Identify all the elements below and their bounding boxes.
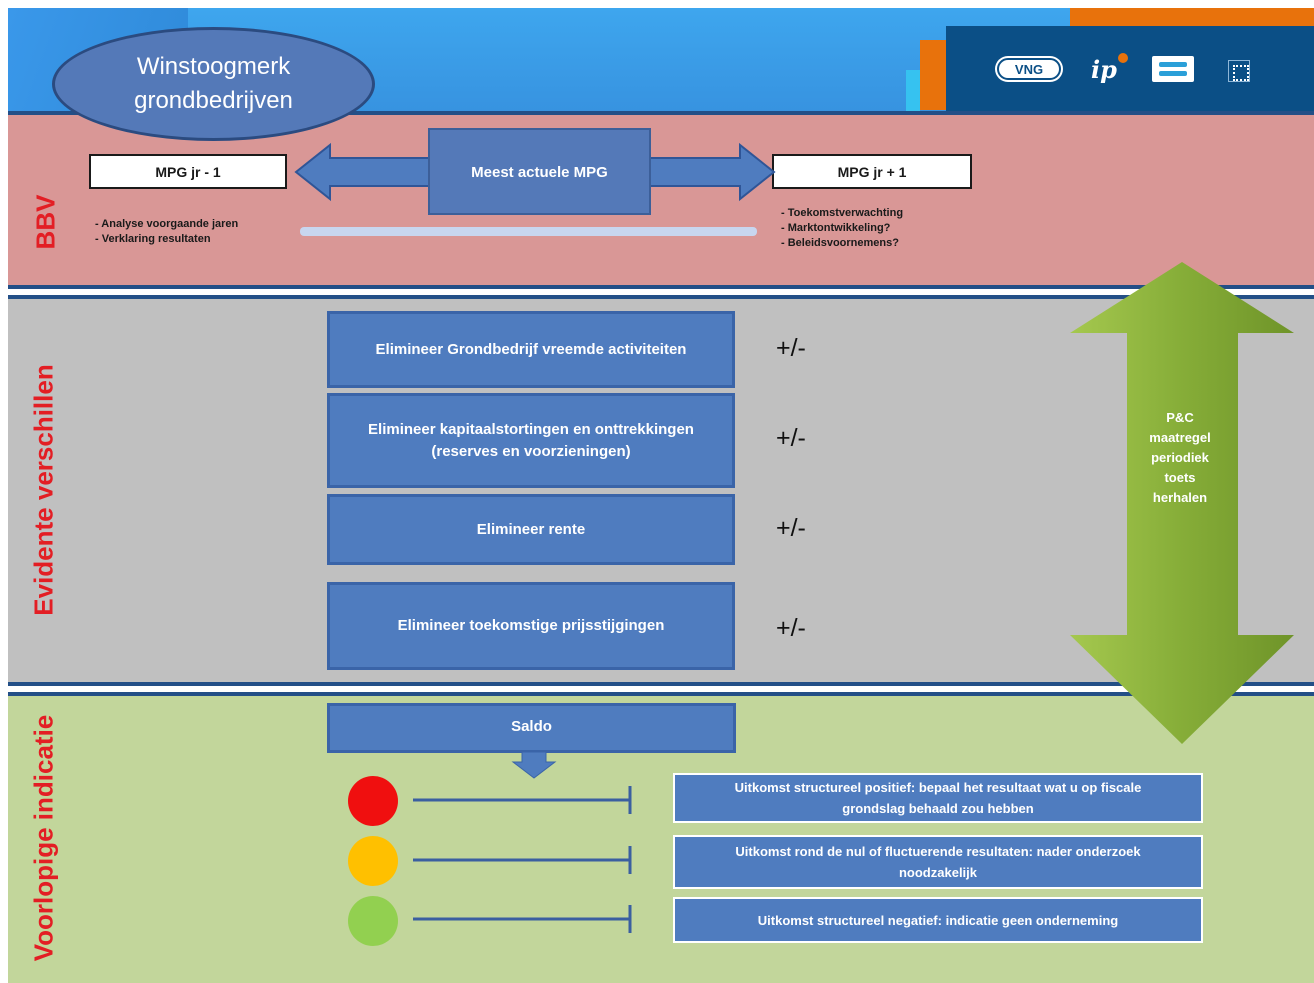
mpg-prev-box: MPG jr - 1 xyxy=(89,154,287,189)
list-item: - Analyse voorgaande jaren xyxy=(95,218,239,230)
step-label-line-1: Elimineer kapitaalstortingen en onttrekk… xyxy=(368,420,694,438)
ip-logo: ip xyxy=(1091,54,1117,84)
list-item: - Verklaring resultaten xyxy=(95,233,211,245)
title-ellipse: Winstoogmerk grondbedrijven xyxy=(52,27,375,141)
pc-label-line: periodiek xyxy=(1151,450,1209,465)
section-separator xyxy=(8,289,1314,295)
timeline-bar xyxy=(300,227,757,236)
rijksoverheid-logo xyxy=(1228,60,1250,82)
section-separator xyxy=(8,686,1314,692)
pc-arrow-label: P&C maatregel periodiek toets herhalen xyxy=(1130,408,1230,508)
cyan-accent xyxy=(906,70,920,111)
plus-minus-mark: +/- xyxy=(776,614,806,642)
right-arrow-shape xyxy=(648,142,776,202)
pc-label-line: maatregel xyxy=(1149,430,1211,445)
step-kapitaal-box: Elimineer kapitaalstortingen en onttrekk… xyxy=(327,393,735,488)
next-bullet-list: - Toekomstverwachting - Marktontwikkelin… xyxy=(781,206,903,251)
outcome-line-2: grondslag behaald zou hebben xyxy=(842,801,1034,816)
pc-label-line: toets xyxy=(1164,470,1196,485)
outcome-line-2: noodzakelijk xyxy=(898,865,978,880)
step-label: Elimineer toekomstige prijsstijgingen xyxy=(397,617,665,634)
vng-logo: VNG xyxy=(997,58,1061,80)
step-grondbedrijf-box: Elimineer Grondbedrijf vreemde activitei… xyxy=(327,311,735,388)
outcome-neutral-box: Uitkomst rond de nul of fluctuerende res… xyxy=(673,835,1203,889)
orange-accent-side xyxy=(920,40,946,110)
list-item: - Beleidsvoornemens? xyxy=(781,237,899,249)
outcome-line-1: Uitkomst structureel positief: bepaal he… xyxy=(734,780,1142,795)
ip-logo-dot xyxy=(1118,53,1128,63)
saldo-label: Saldo xyxy=(511,718,552,735)
uvw-logo xyxy=(1152,56,1194,82)
orange-accent-top xyxy=(1070,8,1314,28)
pc-label-line: herhalen xyxy=(1152,490,1208,505)
saldo-down-arrow xyxy=(511,751,557,779)
step-rente-box: Elimineer rente xyxy=(327,494,735,565)
pc-label-line: P&C xyxy=(1166,410,1194,425)
plus-minus-mark: +/- xyxy=(776,334,806,362)
step-toekomst-box: Elimineer toekomstige prijsstijgingen xyxy=(327,582,735,670)
outcome-negative-box: Uitkomst structureel negatief: indicatie… xyxy=(673,897,1203,943)
mpg-current-box: Meest actuele MPG xyxy=(428,128,651,215)
outcome-line-1: Uitkomst structureel negatief: indicatie… xyxy=(757,912,1119,928)
list-item: - Toekomstverwachting xyxy=(781,207,904,219)
left-arrow-shape xyxy=(294,142,431,202)
mpg-next-box: MPG jr + 1 xyxy=(772,154,972,189)
title-line-2: grondbedrijven xyxy=(134,87,293,114)
pc-double-arrow xyxy=(1070,262,1294,744)
list-item: - Marktontwikkeling? xyxy=(781,222,891,234)
step-label: Elimineer rente xyxy=(476,520,586,538)
mpg-current-label: Meest actuele MPG xyxy=(471,164,608,181)
step-label-line-2: (reserves en voorzieningen) xyxy=(431,442,631,460)
title-line-1: Winstoogmerk xyxy=(136,53,291,80)
yellow-indicator-dot xyxy=(348,836,398,886)
step-label: Elimineer Grondbedrijf vreemde activitei… xyxy=(375,340,687,358)
green-indicator-dot xyxy=(348,896,398,946)
outcome-positive-box: Uitkomst structureel positief: bepaal he… xyxy=(673,773,1203,823)
prev-bullet-list: - Analyse voorgaande jaren - Verklaring … xyxy=(95,217,238,247)
red-indicator-dot xyxy=(348,776,398,826)
plus-minus-mark: +/- xyxy=(776,514,806,542)
outcome-line-1: Uitkomst rond de nul of fluctuerende res… xyxy=(735,844,1141,859)
plus-minus-mark: +/- xyxy=(776,424,806,452)
